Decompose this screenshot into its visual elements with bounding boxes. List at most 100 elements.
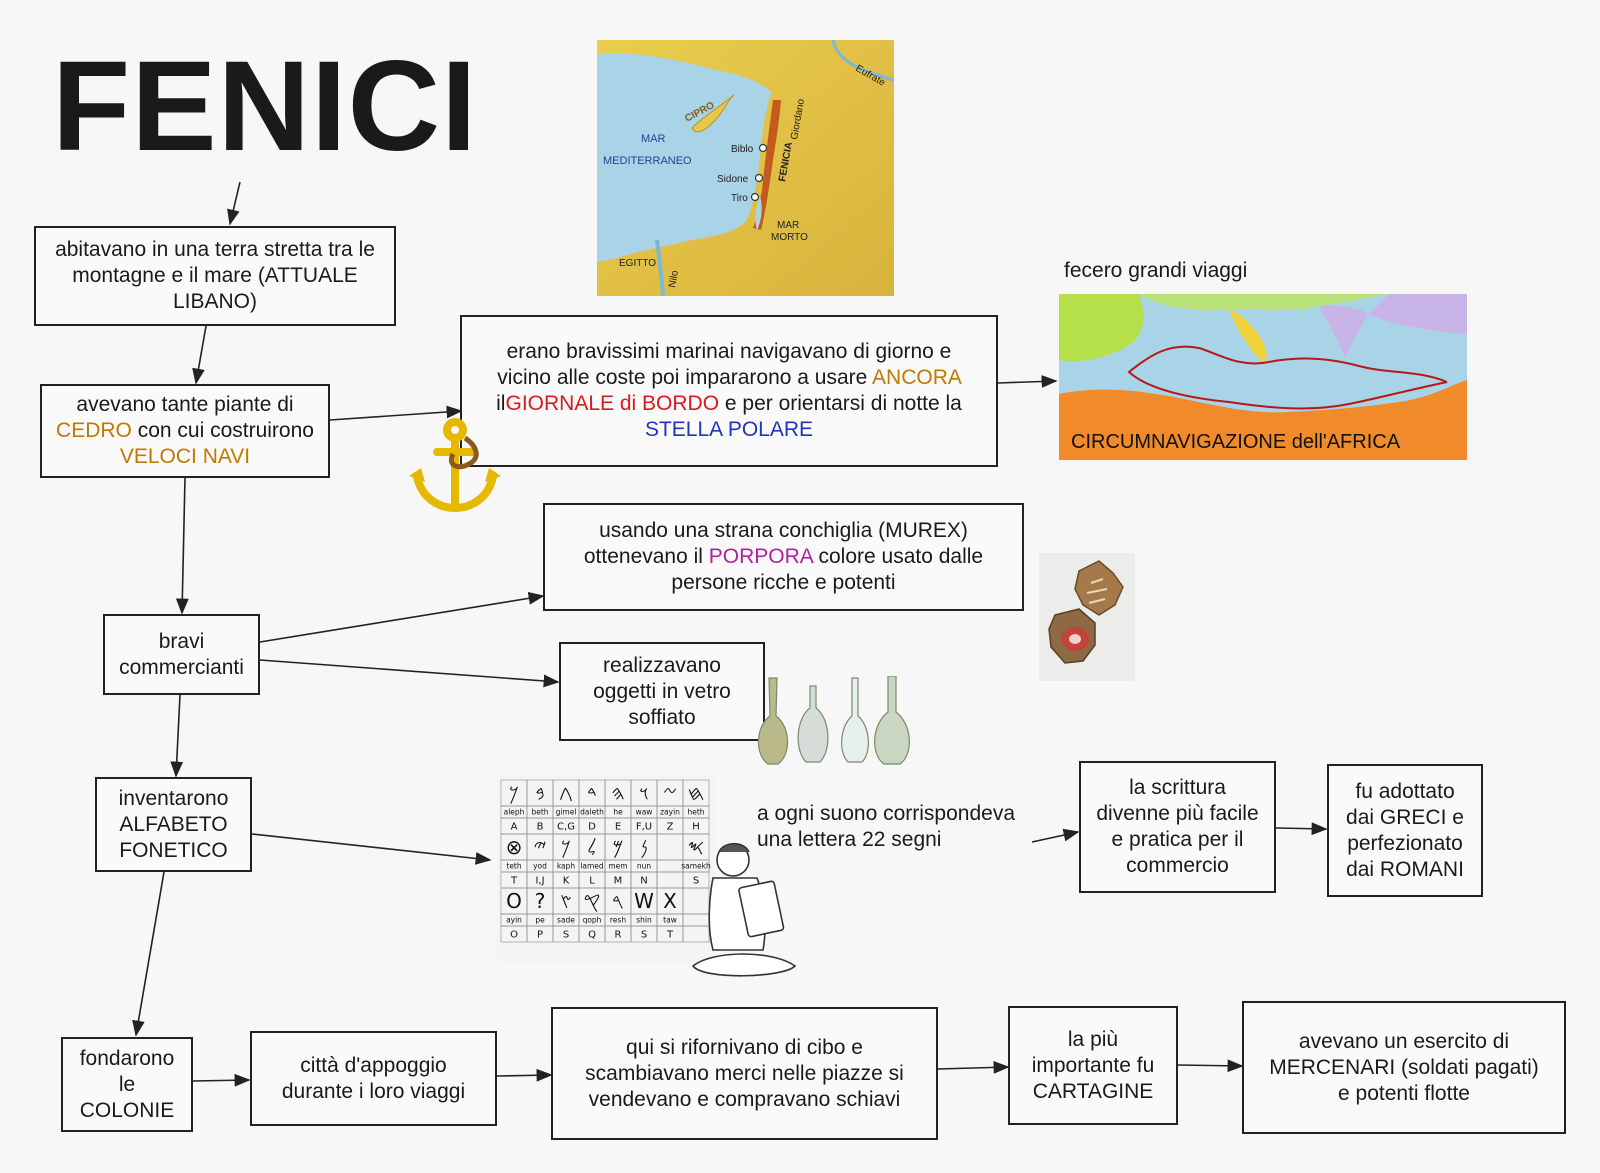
box-commercianti: bravi commercianti (103, 614, 260, 695)
alphabet-cell-text: pe (535, 916, 545, 925)
marinai-text-3: il (496, 392, 506, 415)
porpora-keyword: PORPORA (708, 545, 813, 568)
marinai-text-1: erano bravissimi marinai navigavano di g… (497, 340, 952, 389)
alphabet-cell-text: 𐤅 (639, 781, 649, 805)
alphabet-cell-text: W (634, 889, 654, 913)
alphabet-cell-text: teth (506, 862, 521, 871)
alphabet-cell-text: aleph (504, 808, 525, 817)
alphabet-cell-text: sade (557, 916, 575, 925)
river-nile (655, 239, 665, 296)
arrow-scrittura-greci (1275, 822, 1328, 836)
viaggi-label: fecero grandi viaggi (1064, 259, 1248, 282)
alphabet-cell-text: Q (588, 930, 596, 941)
map1-nilo: Nilo (667, 269, 681, 288)
river-eufrate (831, 40, 894, 82)
alphabet-cell-text: S (693, 876, 699, 887)
greece-land (1319, 305, 1369, 358)
box-cartagine: la più importante fu CARTAGINE (1008, 1006, 1178, 1125)
alphabet-cell-text: he (613, 808, 623, 817)
alphabet-cell-text: 𐤆 (663, 781, 677, 805)
arrow-alfabeto-colonie (132, 871, 165, 1037)
alphabet-cell-text: K (563, 876, 570, 887)
alphabet-cell-text: heth (687, 808, 704, 817)
alphabet-cell-text: 𐤌 (613, 835, 624, 859)
italy-land (1229, 310, 1267, 364)
arrow-marinai-map2 (997, 375, 1058, 388)
alphabet-cell-text: D (588, 822, 596, 833)
box-rifornivano-text: qui si rifornivano di cibo e scambiavano… (585, 1035, 904, 1111)
alphabet-cell-text: 𐤊 (509, 781, 519, 805)
europe-land (1139, 294, 1389, 311)
arrow-title-terra (227, 181, 241, 226)
alphabet-cell-text: 𐤑 (560, 889, 572, 913)
box-greci: fu adottato dai GRECI e perfezionato dai… (1327, 764, 1483, 897)
voyages-map: CIRCUMNAVIGAZIONE dell'AFRICA (1059, 294, 1467, 460)
iberia-land (1059, 294, 1144, 362)
alphabet-cell-text: L (589, 876, 595, 887)
alphabet-cell-text: A (511, 822, 518, 833)
box-mercenari: avevano un esercito di MERCENARI (soldat… (1242, 1001, 1566, 1134)
box-greci-text: fu adottato dai GRECI e perfezionato dai… (1346, 779, 1464, 881)
cyprus-shape (691, 94, 735, 133)
alphabet-cell-text: X (663, 889, 677, 913)
arrow-appoggio-rifornivano (496, 1068, 553, 1082)
alphabet-cell-text: 𐤋 (587, 835, 596, 859)
alphabet-cell-text: E (615, 822, 621, 833)
alphabet-cell-text: waw (636, 808, 653, 817)
map1-tiro: Tiro (731, 193, 748, 204)
alphabet-cell-text: yod (533, 862, 547, 871)
alphabet-cell-text: 𐤍 (640, 835, 648, 859)
stella-polare-keyword: STELLA POLARE (644, 418, 814, 441)
glass-vases-image (757, 676, 910, 765)
alphabet-cell-text: zayin (660, 808, 680, 817)
coast-strip (753, 100, 781, 230)
box-cartagine-text: la più importante fu CARTAGINE (1031, 1027, 1155, 1103)
arrow-terra-cedro (192, 325, 207, 385)
page-title: FENICI (52, 35, 478, 178)
arrow-suono-scrittura (1031, 828, 1080, 843)
box-scrittura: la scrittura divenne più facile e pratic… (1079, 761, 1276, 893)
alphabet-cell-text: F,U (636, 822, 652, 833)
alphabet-cell-text: nun (637, 862, 652, 871)
box-vetro: realizzavano oggetti in vetro soffiato (559, 642, 765, 741)
alphabet-cell-text: H (692, 822, 700, 833)
alphabet-cell-text: S (641, 930, 647, 941)
alphabet-cell-text: taw (663, 916, 677, 925)
box-alfabeto: inventarono ALFABETO FONETICO (95, 777, 252, 872)
cedro-keyword: CEDRO (56, 419, 132, 442)
arrow-commercianti-alfabeto (170, 694, 184, 778)
alphabet-cell-text: 𐤂 (559, 781, 573, 805)
murex-shell-image (1039, 553, 1135, 681)
alphabet-cell-text: resh (610, 916, 626, 925)
alphabet-cell-text: 𐤊 (561, 835, 571, 859)
map2-caption: CIRCUMNAVIGAZIONE dell'AFRICA (1071, 431, 1401, 453)
cedro-text-1: avevano tante piante di (76, 393, 294, 416)
arrow-commercianti-vetro (259, 659, 560, 688)
alphabet-cell-text: kaph (557, 862, 576, 871)
box-vetro-text: realizzavano oggetti in vetro soffiato (593, 653, 731, 729)
anchor-icon (409, 418, 501, 513)
sea-shape (597, 53, 772, 263)
alphabet-cell-text: O (506, 889, 522, 913)
marinai-text-5: e per orientarsi di notte la (719, 392, 962, 415)
route-line (1127, 345, 1448, 410)
box-scrittura-text: la scrittura divenne più facile e pratic… (1096, 776, 1259, 877)
alphabet-cell-text: T (510, 876, 518, 887)
arrow-cartagine-mercenari (1177, 1059, 1244, 1073)
box-terra-text: abitavano in una terra stretta tra le mo… (55, 238, 375, 313)
alphabet-cell-text: N (640, 876, 647, 887)
alphabet-cell-text: 𐤉 (534, 835, 547, 859)
alphabet-cell-text: 𐤇 (688, 781, 705, 805)
alphabet-cell-text: P (537, 930, 543, 941)
alphabet-cell-text: daleth (580, 808, 604, 817)
alphabet-cell-text: R (615, 930, 622, 941)
box-rifornivano: qui si rifornivano di cibo e scambiavano… (551, 1007, 938, 1140)
murex-text-3: colore usato dalle persone ricche e pote… (671, 545, 984, 594)
alphabet-cell-text: I,J (535, 876, 544, 887)
box-appoggio: città d'appoggio durante i loro viaggi (250, 1031, 497, 1126)
box-cedro: avevano tante piante di CEDRO con cui co… (40, 384, 330, 478)
alphabet-cell-text: O (510, 930, 518, 941)
box-mercenari-text: avevano un esercito di MERCENARI (soldat… (1269, 1029, 1539, 1105)
